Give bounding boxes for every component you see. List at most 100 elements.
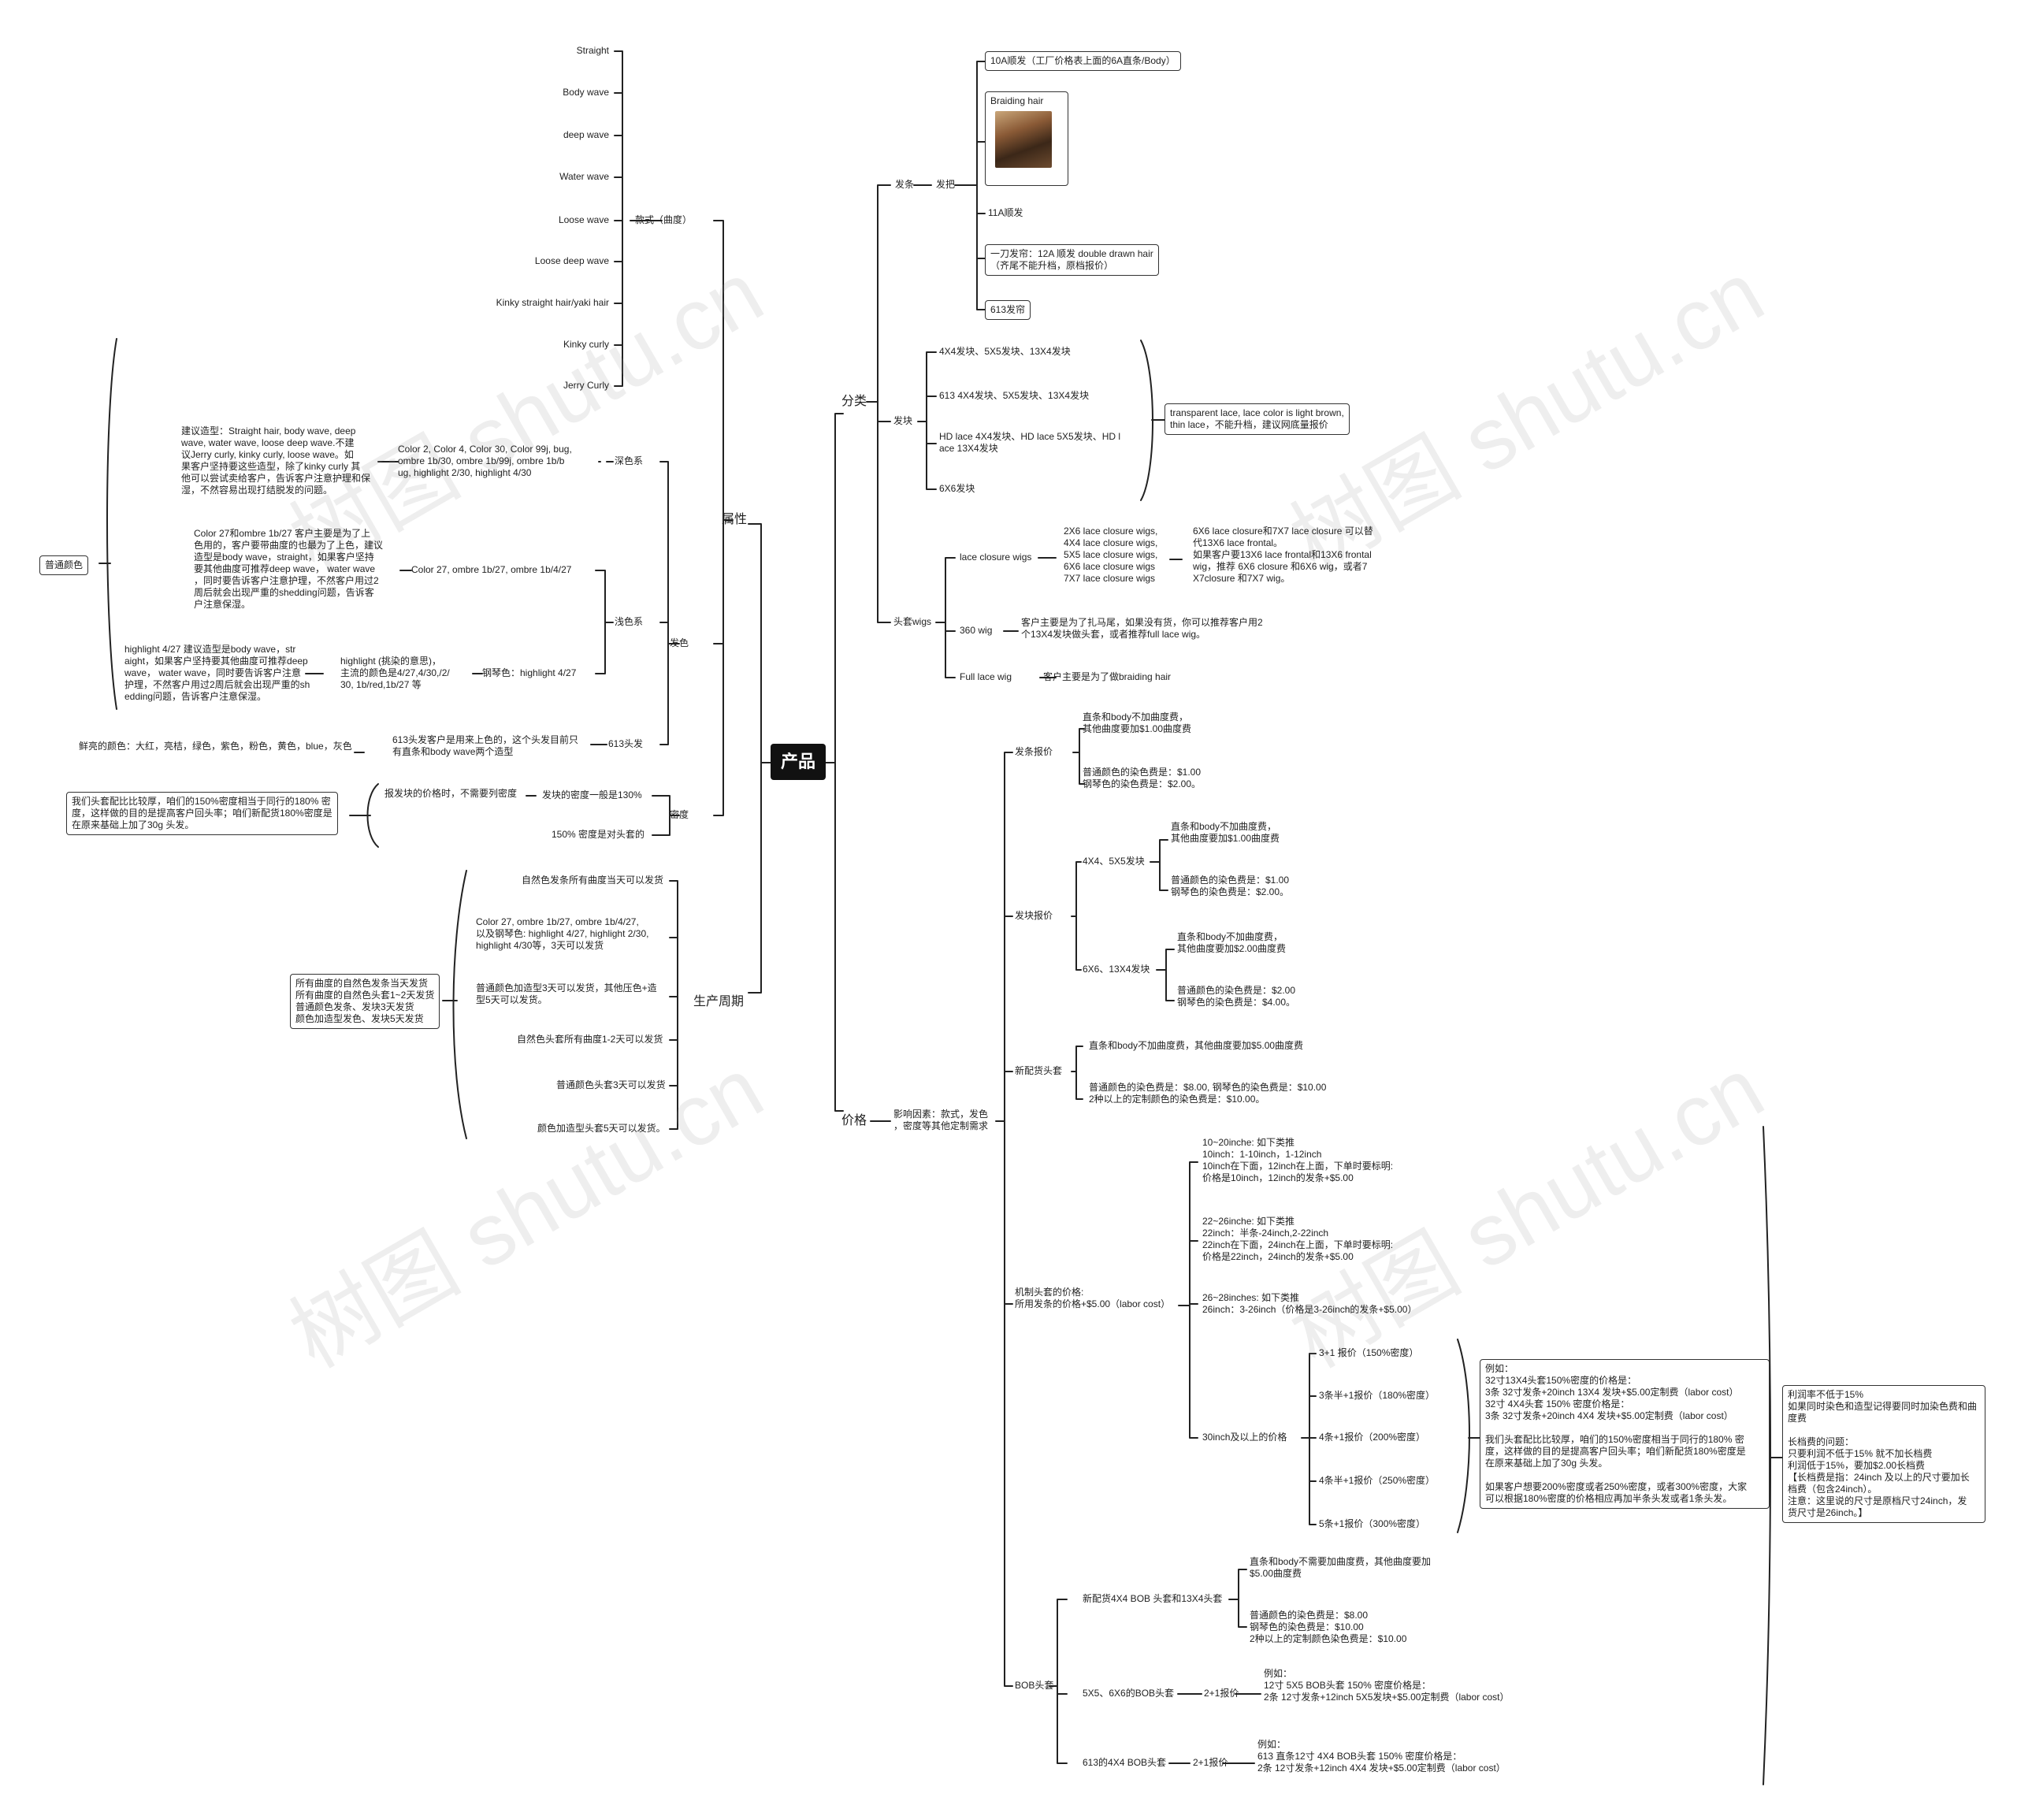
node-style[interactable]: 款式（曲度）: [635, 214, 693, 225]
closure-item[interactable]: 6X6发块: [939, 483, 975, 494]
piano-color-node[interactable]: 钢琴色：highlight 4/27: [482, 667, 577, 678]
style-item[interactable]: Jerry Curly: [563, 380, 609, 391]
lace-closure-wigs[interactable]: lace closure wigs: [960, 552, 1032, 563]
closure-6x6-dye[interactable]: 普通颜色的染色费是：$2.00 钢琴色的染色费是：$4.00。: [1177, 985, 1296, 1008]
closure-item[interactable]: 613 4X4发块、5X5发块、13X4发块: [939, 390, 1090, 401]
piano-color-advice[interactable]: highlight 4/27 建议造型是body wave，str aight，…: [124, 644, 310, 702]
bob-613-quote[interactable]: 2+1报价: [1193, 1757, 1228, 1768]
node-price[interactable]: 价格: [841, 1114, 867, 1127]
bundle-item: Braiding hair: [990, 95, 1044, 106]
node-bundles[interactable]: 发条: [895, 179, 915, 190]
full-lace-note[interactable]: 客户主要是为了做braiding hair: [1043, 671, 1172, 682]
node-bob-wig[interactable]: BOB头套: [1015, 1680, 1054, 1691]
density-option[interactable]: 5条+1报价（300%密度）: [1319, 1518, 1426, 1529]
wig-360-note[interactable]: 客户主要是为了扎马尾，如果没有货，你可以推荐客户用2 个13X4发块做头套，或者…: [1021, 617, 1263, 640]
style-item[interactable]: Kinky curly: [563, 339, 609, 350]
cycle-item[interactable]: 颜色加造型头套5天可以发货。: [537, 1123, 666, 1134]
style-item[interactable]: Straight: [576, 45, 609, 56]
node-common-color[interactable]: 普通颜色: [39, 555, 89, 575]
machine-range-10-20[interactable]: 10~20inche: 如下类推 10inch：1-10inch，1-12inc…: [1202, 1137, 1394, 1183]
lace-closure-note[interactable]: 6X6 lace closure和7X7 lace closure 可以替 代1…: [1193, 526, 1373, 584]
node-new-wig-price[interactable]: 新配货头套: [1015, 1065, 1063, 1076]
style-item[interactable]: Body wave: [563, 87, 609, 98]
node-production-cycle[interactable]: 生产周期: [693, 995, 745, 1008]
cycle-item[interactable]: Color 27, ombre 1b/27, ombre 1b/4/27, 以及…: [476, 916, 649, 951]
node-color[interactable]: 发色: [670, 637, 689, 648]
node-deep-colors[interactable]: 深色系: [615, 455, 644, 466]
bundle-item[interactable]: 11A顺发: [988, 207, 1023, 218]
machine-range-30-plus[interactable]: 30inch及以上的价格: [1202, 1432, 1287, 1443]
profit-note[interactable]: 利润率不低于15% 如果同时染色和造型记得要同时加染色费和曲 度费 长档费的问题…: [1782, 1385, 1985, 1523]
bright-colors[interactable]: 鲜亮的颜色：大红，亮桔，绿色，紫色，粉色，黄色，blue，灰色: [79, 741, 352, 752]
braiding-hair-photo: [995, 111, 1052, 168]
closure-group-4x4[interactable]: 4X4、5X5发块: [1083, 856, 1145, 867]
closure-group-6x6[interactable]: 6X6、13X4发块: [1083, 964, 1150, 975]
node-wigs[interactable]: 头套wigs: [893, 616, 932, 627]
piano-color-desc[interactable]: highlight (挑染的意思)， 主流的颜色是4/27,4/30,/2/ 3…: [340, 656, 450, 690]
density-option[interactable]: 4条+1报价（200%密度）: [1319, 1432, 1426, 1443]
light-colors-list[interactable]: Color 27, ombre 1b/27, ombre 1b/4/27: [411, 564, 572, 575]
style-item[interactable]: Water wave: [559, 171, 609, 182]
style-item[interactable]: deep wave: [563, 129, 609, 140]
bob-new-dye[interactable]: 普通颜色的染色费是：$8.00 钢琴色的染色费是：$10.00 2种以上的定制颜…: [1250, 1610, 1407, 1644]
node-density[interactable]: 密度: [670, 809, 689, 820]
root-node[interactable]: 产品: [771, 744, 826, 780]
node-light-colors[interactable]: 浅色系: [615, 616, 644, 627]
cycle-item[interactable]: 自然色头套所有曲度1-2天可以发货: [517, 1034, 663, 1045]
bundle-price-dye[interactable]: 普通颜色的染色费是：$1.00 钢琴色的染色费是：$2.00。: [1083, 767, 1202, 789]
bob-5x5[interactable]: 5X5、6X6的BOB头套: [1083, 1688, 1175, 1699]
node-machine-wig-price[interactable]: 机制头套的价格: 所用发条的价格+$5.00（labor cost）: [1015, 1287, 1171, 1309]
bob-5x5-example[interactable]: 例如： 12寸 5X5 BOB头套 150% 密度价格是： 2条 12寸发条+1…: [1264, 1668, 1510, 1703]
bundle-item[interactable]: 一刀发帘：12A 顺发 double drawn hair （齐尾不能升档，原档…: [985, 244, 1159, 276]
density-quote[interactable]: 报发块的价格时，不需要列密度: [384, 788, 518, 799]
node-613-hair[interactable]: 613头发: [608, 738, 644, 749]
bundle-item[interactable]: 10A顺发（工厂价格表上面的6A直条/Body）: [985, 51, 1181, 71]
cycle-item[interactable]: 普通颜色加造型3天可以发货，其他压色+造 型5天可以发货。: [476, 982, 657, 1005]
bundle-item[interactable]: 613发帘: [985, 300, 1031, 320]
cycle-item[interactable]: 自然色发条所有曲度当天可以发货: [522, 875, 664, 886]
bundle-price-curl[interactable]: 直条和body不加曲度费， 其他曲度要加$1.00曲度费: [1083, 711, 1192, 734]
bob-new-4x4[interactable]: 新配货4X4 BOB 头套和13X4头套: [1083, 1593, 1223, 1604]
new-wig-dye[interactable]: 普通颜色的染色费是：$8.00, 钢琴色的染色费是：$10.00 2种以上的定制…: [1089, 1082, 1327, 1105]
density-note[interactable]: 我们头套配比比较厚，咱们的150%密度相当于同行的180% 密 度，这样做的目的…: [66, 792, 338, 835]
node-bundle-price[interactable]: 发条报价: [1015, 746, 1053, 757]
closure-note[interactable]: transparent lace, lace color is light br…: [1165, 403, 1350, 435]
machine-range-26-28[interactable]: 26~28inches: 如下类推 26inch：3-26inch（价格是3-2…: [1202, 1292, 1417, 1315]
density-option[interactable]: 3条半+1报价（180%密度）: [1319, 1390, 1436, 1401]
bob-613-example[interactable]: 例如： 613 直条12寸 4X4 BOB头套 150% 密度价格是： 2条 1…: [1257, 1739, 1506, 1774]
machine-range-22-26[interactable]: 22~26inche: 如下类推 22inch：半条-24inch,2-22in…: [1202, 1216, 1394, 1262]
style-item[interactable]: Kinky straight hair/yaki hair: [496, 297, 609, 308]
lace-closure-list[interactable]: 2X6 lace closure wigs, 4X4 lace closure …: [1064, 526, 1158, 584]
wig-density[interactable]: 150% 密度是对头套的: [552, 829, 645, 840]
closure-6x6-curl[interactable]: 直条和body不加曲度费， 其他曲度要加$2.00曲度费: [1177, 931, 1287, 954]
machine-wig-example[interactable]: 例如： 32寸13X4头套150%密度的价格是： 3条 32寸发条+20inch…: [1480, 1359, 1770, 1509]
block-density[interactable]: 发块的密度一般是130%: [542, 789, 642, 800]
node-category[interactable]: 分类: [841, 395, 867, 408]
closure-item[interactable]: 4X4发块、5X5发块、13X4发块: [939, 346, 1071, 357]
bob-new-curl[interactable]: 直条和body不需要加曲度费，其他曲度要加 $5.00曲度费: [1250, 1556, 1432, 1579]
wig-360[interactable]: 360 wig: [960, 625, 993, 636]
light-colors-advice[interactable]: Color 27和ombre 1b/27 客户主要是为了上 色用的，客户要带曲度…: [194, 528, 384, 610]
bob-613[interactable]: 613的4X4 BOB头套: [1083, 1757, 1167, 1768]
node-closures[interactable]: 发块: [893, 415, 913, 426]
braiding-hair-card[interactable]: Braiding hair: [985, 91, 1068, 186]
deep-colors-list[interactable]: Color 2, Color 4, Color 30, Color 99j, b…: [398, 444, 572, 478]
bob-5x5-quote[interactable]: 2+1报价: [1204, 1688, 1239, 1699]
cycle-summary[interactable]: 所有曲度的自然色发条当天发货 所有曲度的自然色头套1~2天发货 普通颜色发条、发…: [290, 974, 440, 1029]
node-attributes[interactable]: 属性: [722, 513, 748, 526]
node-bundle-handle[interactable]: 发把: [936, 179, 956, 190]
cycle-item[interactable]: 普通颜色头套3天可以发货: [556, 1079, 666, 1090]
closure-item[interactable]: HD lace 4X4发块、HD lace 5X5发块、HD l ace 13X…: [939, 431, 1121, 454]
density-option[interactable]: 4条半+1报价（250%密度）: [1319, 1475, 1436, 1486]
style-item[interactable]: Loose wave: [558, 214, 609, 225]
new-wig-curl[interactable]: 直条和body不加曲度费，其他曲度要加$5.00曲度费: [1089, 1040, 1304, 1051]
node-closure-price[interactable]: 发块报价: [1015, 910, 1053, 921]
style-item[interactable]: Loose deep wave: [534, 255, 609, 266]
closure-4x4-curl[interactable]: 直条和body不加曲度费， 其他曲度要加$1.00曲度费: [1171, 821, 1280, 844]
full-lace-wig[interactable]: Full lace wig: [960, 671, 1012, 682]
deep-colors-advice[interactable]: 建议造型：Straight hair, body wave, deep wave…: [181, 425, 371, 496]
price-factors[interactable]: 影响因素：款式，发色 ，密度等其他定制需求: [893, 1109, 989, 1131]
density-option[interactable]: 3+1 报价（150%密度）: [1319, 1347, 1419, 1358]
613-hair-desc[interactable]: 613头发客户是用来上色的，这个头发目前只 有直条和body wave两个造型: [392, 734, 579, 757]
closure-4x4-dye[interactable]: 普通颜色的染色费是：$1.00 钢琴色的染色费是：$2.00。: [1171, 875, 1290, 897]
